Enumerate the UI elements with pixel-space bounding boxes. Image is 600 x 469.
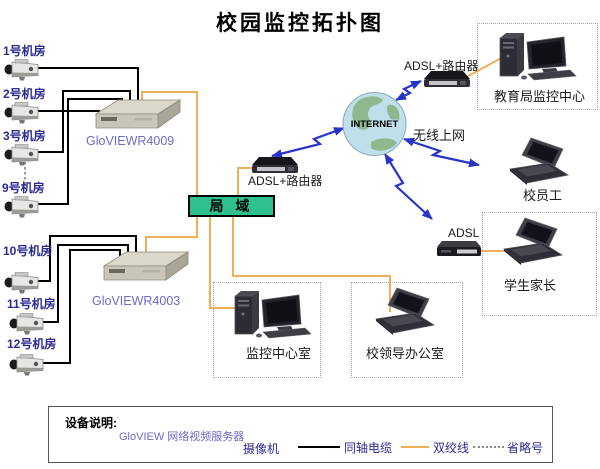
camera-icon-room1 xyxy=(4,59,39,81)
camera-label-room9: 9号机房 xyxy=(2,181,45,195)
legend-title: 设备说明: xyxy=(65,416,117,430)
server-icon-gloviewr4009 xyxy=(95,99,181,129)
camera-icon-room3 xyxy=(4,144,39,166)
server-label-gloviewr4009: GloVIEWR4009 xyxy=(86,134,175,148)
legend-box: 设备说明: GloVIEW 网络视频服务器 摄像机 同轴电缆 双绞线 省略号 xyxy=(48,406,553,463)
page-title: 校园监控拓扑图 xyxy=(216,12,384,35)
staff-label: 校员工 xyxy=(523,188,563,203)
internet-globe-icon: INTERNET xyxy=(342,92,407,156)
link-internet-wireless xyxy=(403,137,480,168)
legend-camera-label: 摄像机 xyxy=(243,442,280,456)
edu-router-label: ADSL+路由器 xyxy=(404,59,479,73)
twisted-pair-cables xyxy=(141,55,508,312)
camera-label-room2: 2号机房 xyxy=(3,87,46,101)
edu-center-group-box xyxy=(477,23,598,110)
link-internet-adsl-modem xyxy=(384,153,433,220)
camera-icon-room9 xyxy=(4,196,39,218)
legend-twisted-pair-line-sample xyxy=(401,446,429,448)
legend-coax-label: 同轴电缆 xyxy=(344,441,393,455)
legend-twisted-pair-label: 双绞线 xyxy=(433,441,470,455)
camera-label-room11: 11号机房 xyxy=(7,297,56,311)
desktop-icon-edu-center xyxy=(499,32,577,81)
desktop-icon-monitor-room xyxy=(234,290,312,339)
server-label-gloviewr4003: GloVIEWR4003 xyxy=(92,294,181,308)
laptop-icon-leader-office xyxy=(375,287,435,336)
camera-label-room10: 10号机房 xyxy=(3,244,53,258)
server-icon-gloviewr4003 xyxy=(103,251,189,281)
link-internet-edu-router xyxy=(395,80,422,101)
legend-coax-line-sample xyxy=(298,446,340,448)
laptop-icon-parents xyxy=(503,217,563,266)
camera-icon-room2 xyxy=(4,102,39,124)
camera-icon-room10 xyxy=(4,272,39,294)
adsl-modem-icon xyxy=(437,241,481,256)
edu-center-label: 教育局监控中心 xyxy=(494,89,586,104)
laptop-icon-staff xyxy=(509,137,569,186)
monitor-room-label: 监控中心室 xyxy=(246,346,312,361)
internet-links xyxy=(271,80,480,220)
parents-label: 学生家长 xyxy=(504,278,557,293)
lan-router-label: ADSL+路由器 xyxy=(248,174,323,188)
internet-label: INTERNET xyxy=(351,119,399,130)
parents-group-box xyxy=(482,212,597,316)
legend-ellipsis-line-sample xyxy=(473,446,504,448)
camera-label-room1: 1号机房 xyxy=(3,44,46,58)
camera-label-room12: 12号机房 xyxy=(7,337,57,351)
camera-icon-room11 xyxy=(9,313,44,335)
router-icon-lan xyxy=(252,157,298,173)
wireless-label: 无线上网 xyxy=(413,128,466,143)
leader-office-label: 校领导办公室 xyxy=(366,346,445,361)
monitor-room-group-box xyxy=(213,282,321,378)
leader-office-group-box xyxy=(351,282,463,378)
adsl-modem-label: ADSL xyxy=(448,226,480,240)
legend-ellipsis-label: 省略号 xyxy=(507,441,544,455)
coax-cables xyxy=(38,67,139,364)
camera-label-room3: 3号机房 xyxy=(3,129,46,143)
camera-icon-room12 xyxy=(9,354,44,376)
link-internet-lan-router xyxy=(271,126,345,158)
lan-node: 局 域 xyxy=(188,195,275,217)
legend-server-label: GloVIEW 网络视频服务器 xyxy=(119,431,245,443)
